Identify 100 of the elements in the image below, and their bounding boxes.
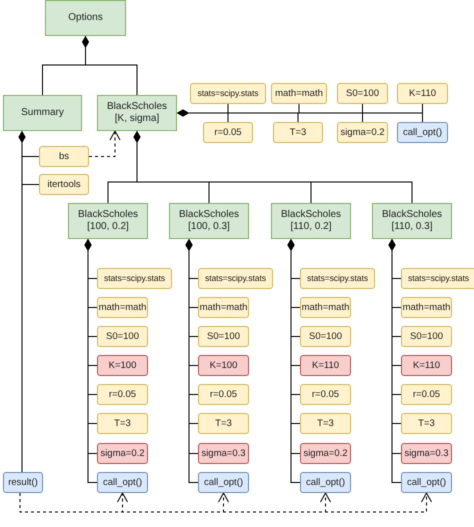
attribute-box — [401, 297, 452, 318]
attribute-box — [198, 413, 249, 434]
composition-line — [82, 36, 138, 96]
class-box — [169, 203, 249, 239]
attribute-text: K=100 — [210, 360, 238, 372]
composition-line — [176, 110, 423, 122]
attribute-box — [397, 83, 448, 104]
attribute-text: math=math — [275, 88, 323, 100]
attribute-box — [97, 355, 148, 376]
method-text: result() — [8, 476, 38, 488]
composition-line — [18, 130, 26, 472]
method-text: call_opt() — [402, 126, 442, 138]
attribute-box — [97, 443, 148, 464]
attribute-box — [337, 83, 388, 104]
attribute-text: T=3 — [418, 418, 435, 430]
attribute-text: T=3 — [290, 126, 306, 138]
attribute-box — [97, 413, 148, 434]
method-box — [3, 472, 43, 493]
dependency-arrow — [88, 130, 120, 157]
method-box — [198, 472, 249, 493]
attribute-box — [273, 122, 323, 143]
attribute-box — [198, 326, 249, 347]
attribute-box — [198, 384, 249, 405]
attribute-text: T=3 — [317, 418, 334, 430]
attribute-text: K=110 — [408, 88, 436, 100]
attribute-box — [198, 268, 273, 289]
method-box — [300, 472, 351, 493]
class-name: BlackScholes [K, sigma] — [106, 100, 168, 126]
attribute-text: S0=100 — [106, 330, 140, 342]
attribute-box — [39, 146, 89, 167]
attribute-box — [300, 384, 351, 405]
attribute-text: stats=scipy.stats — [307, 273, 368, 284]
method-box — [397, 122, 448, 143]
composition-line — [134, 130, 412, 204]
attribute-box — [39, 174, 89, 195]
attribute-box — [198, 355, 249, 376]
attribute-box — [300, 355, 351, 376]
method-text: call_opt() — [204, 476, 244, 488]
attribute-box — [97, 297, 148, 318]
attribute-text: sigma=0.2 — [303, 448, 348, 460]
attribute-box — [401, 443, 452, 464]
attribute-text: math=math — [402, 302, 450, 314]
attribute-box — [401, 355, 452, 376]
class-name: Summary — [21, 106, 64, 120]
attribute-text: r=0.05 — [108, 388, 136, 400]
attribute-box — [300, 443, 351, 464]
attribute-box — [401, 384, 452, 405]
dependency-arrow — [20, 492, 432, 512]
attribute-text: math=math — [302, 302, 350, 314]
attribute-text: r=0.05 — [412, 388, 440, 400]
attribute-text: stats=scipy.stats — [198, 88, 258, 99]
attribute-text: K=110 — [312, 360, 340, 372]
class-box — [372, 203, 452, 239]
attribute-text: bs — [58, 150, 70, 162]
class-box — [271, 203, 351, 239]
attribute-box — [97, 384, 148, 405]
attribute-text: sigma=0.3 — [404, 448, 449, 460]
attribute-text: K=110 — [412, 360, 440, 372]
attribute-box — [300, 268, 375, 289]
class-name: Options — [68, 12, 103, 24]
attribute-text: r=0.05 — [214, 126, 242, 138]
attribute-box — [97, 326, 148, 347]
attribute-box — [190, 83, 266, 104]
attribute-box — [203, 122, 253, 143]
attribute-text: r=0.05 — [210, 388, 238, 400]
attribute-text: T=3 — [114, 418, 131, 430]
attribute-text: stats=scipy.stats — [408, 273, 469, 284]
attribute-box — [271, 83, 327, 104]
attribute-text: math=math — [200, 302, 248, 314]
attribute-text: math=math — [98, 302, 146, 314]
attribute-box — [300, 413, 351, 434]
attribute-box — [401, 326, 452, 347]
class-name: BlackScholes [110, 0.3] — [380, 208, 444, 234]
class-name: BlackScholes [100, 0.2] — [76, 208, 140, 234]
attribute-box — [300, 326, 351, 347]
method-box — [97, 472, 148, 493]
method-text: call_opt() — [306, 476, 346, 488]
class-box — [68, 203, 148, 239]
attribute-box — [300, 297, 351, 318]
class-name: BlackScholes [110, 0.2] — [280, 208, 342, 234]
attribute-text: stats=scipy.stats — [104, 273, 165, 284]
attribute-text: K=100 — [108, 360, 136, 372]
attribute-text: sigma=0.3 — [201, 448, 246, 460]
attribute-box — [97, 268, 172, 289]
attribute-box — [401, 413, 452, 434]
attribute-text: S0=100 — [410, 330, 444, 342]
class-box — [97, 95, 177, 131]
method-box — [401, 472, 452, 493]
class-name: BlackScholes [100, 0.3] — [178, 208, 240, 234]
attribute-text: S0=100 — [346, 88, 380, 100]
attribute-text: sigma=0.2 — [100, 448, 145, 460]
attribute-text: T=3 — [215, 418, 232, 430]
method-text: call_opt() — [406, 476, 446, 488]
attribute-box — [337, 122, 388, 143]
method-text: call_opt() — [102, 476, 142, 488]
attribute-text: stats=scipy.stats — [205, 273, 266, 284]
attribute-text: S0=100 — [308, 330, 342, 342]
attribute-text: r=0.05 — [312, 388, 340, 400]
attribute-text: itertools — [47, 178, 81, 190]
attribute-box — [401, 268, 474, 289]
